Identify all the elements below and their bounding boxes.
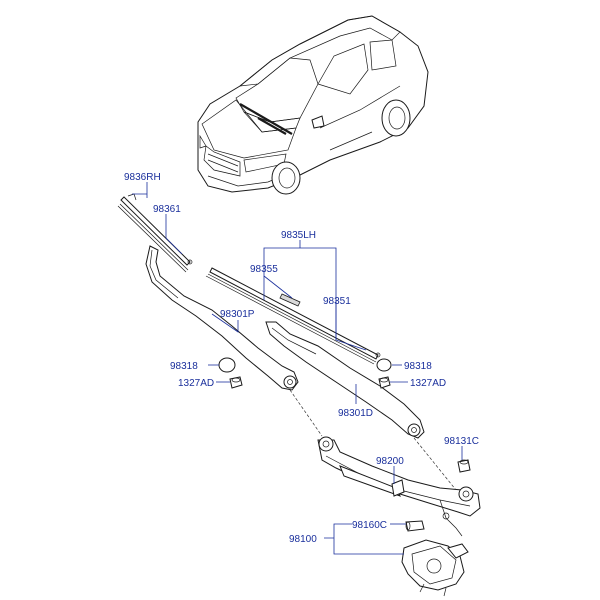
label-98301d: 98301D <box>338 408 373 419</box>
nut-1327ad-right <box>378 376 391 389</box>
rh-wiper-arm <box>145 245 299 391</box>
label-98100: 98100 <box>289 534 317 545</box>
label-98200: 98200 <box>376 456 404 467</box>
label-98160c: 98160C <box>352 520 387 531</box>
nut-1327ad-left <box>229 376 243 389</box>
cap-98318-right <box>376 358 392 372</box>
cap-98318-left <box>218 357 236 373</box>
wiper-motor-icon <box>401 539 469 597</box>
label-98355: 98355 <box>250 264 278 275</box>
label-1327ad-right: 1327AD <box>410 378 446 389</box>
label-98301p: 98301P <box>220 309 255 320</box>
suv-front-view-icon <box>197 15 429 195</box>
leader-lines <box>132 182 463 555</box>
wiper-linkage <box>317 436 481 537</box>
bush-98160c <box>405 520 425 532</box>
label-98318-left: 98318 <box>170 361 198 372</box>
bolt-98131c <box>457 459 471 473</box>
label-98361: 98361 <box>153 204 181 215</box>
label-9835lh: 9835LH <box>281 230 316 241</box>
label-9836rh: 9836RH <box>124 172 161 183</box>
lh-wiper-arm <box>265 321 425 439</box>
label-1327ad-left: 1327AD <box>178 378 214 389</box>
part-labels: 9836RH 98361 9835LH 98355 98351 98301P 9… <box>124 172 479 545</box>
label-98131c: 98131C <box>444 436 479 447</box>
label-98318-right: 98318 <box>404 361 432 372</box>
label-98351: 98351 <box>323 296 351 307</box>
